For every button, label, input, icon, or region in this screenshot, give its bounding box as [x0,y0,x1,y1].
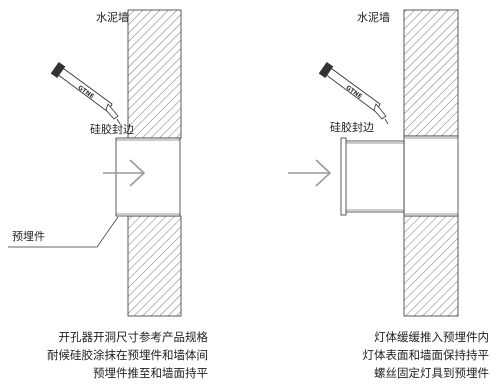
right-silicone-tube-icon: GTNE [318,61,389,125]
left-caption-line-3: 预埋件推至和墙面持平 [93,366,208,380]
right-caption-line-3: 螺丝固定灯具到预埋件 [374,366,489,380]
left-embedded-sleeve [115,137,181,217]
right-push-arrow [288,159,332,187]
left-wall-upper [127,9,182,139]
left-wall-lower [127,215,182,317]
right-glue-label: 硅胶封边 [330,120,374,134]
right-light-flange [340,137,347,216]
left-wall-label: 水泥墙 [96,10,129,24]
left-push-arrow [103,159,146,187]
left-glue-label: 硅胶封边 [90,122,134,136]
left-caption-line-1: 开孔器开洞尺寸参考产品规格 [59,330,209,344]
left-sleeve-label: 预埋件 [12,230,45,243]
left-silicone-tube-icon: GTNE [50,61,121,125]
right-panel: GTNE 水泥墙 硅胶封边 灯体缓缓推入预埋件内 灯体表面和墙面保持持平 螺丝固… [288,9,490,380]
right-embedded-sleeve [403,135,459,217]
left-caption-line-2: 耐候硅胶涂抹在预埋件和墙体间 [47,348,208,362]
left-sleeve-leader [8,216,119,248]
right-wall-lower [403,215,459,317]
left-panel: GTNE 水泥墙 硅胶封边 预埋件 开孔器开洞尺寸参考产品规格 耐候硅胶涂抹在预… [8,9,209,380]
right-caption-line-1: 灯体缓缓推入预埋件内 [374,330,489,344]
right-wall-label: 水泥墙 [357,10,390,24]
right-caption-line-2: 灯体表面和墙面保持持平 [363,348,490,362]
right-light-body [344,140,405,213]
right-wall-upper [403,9,459,137]
